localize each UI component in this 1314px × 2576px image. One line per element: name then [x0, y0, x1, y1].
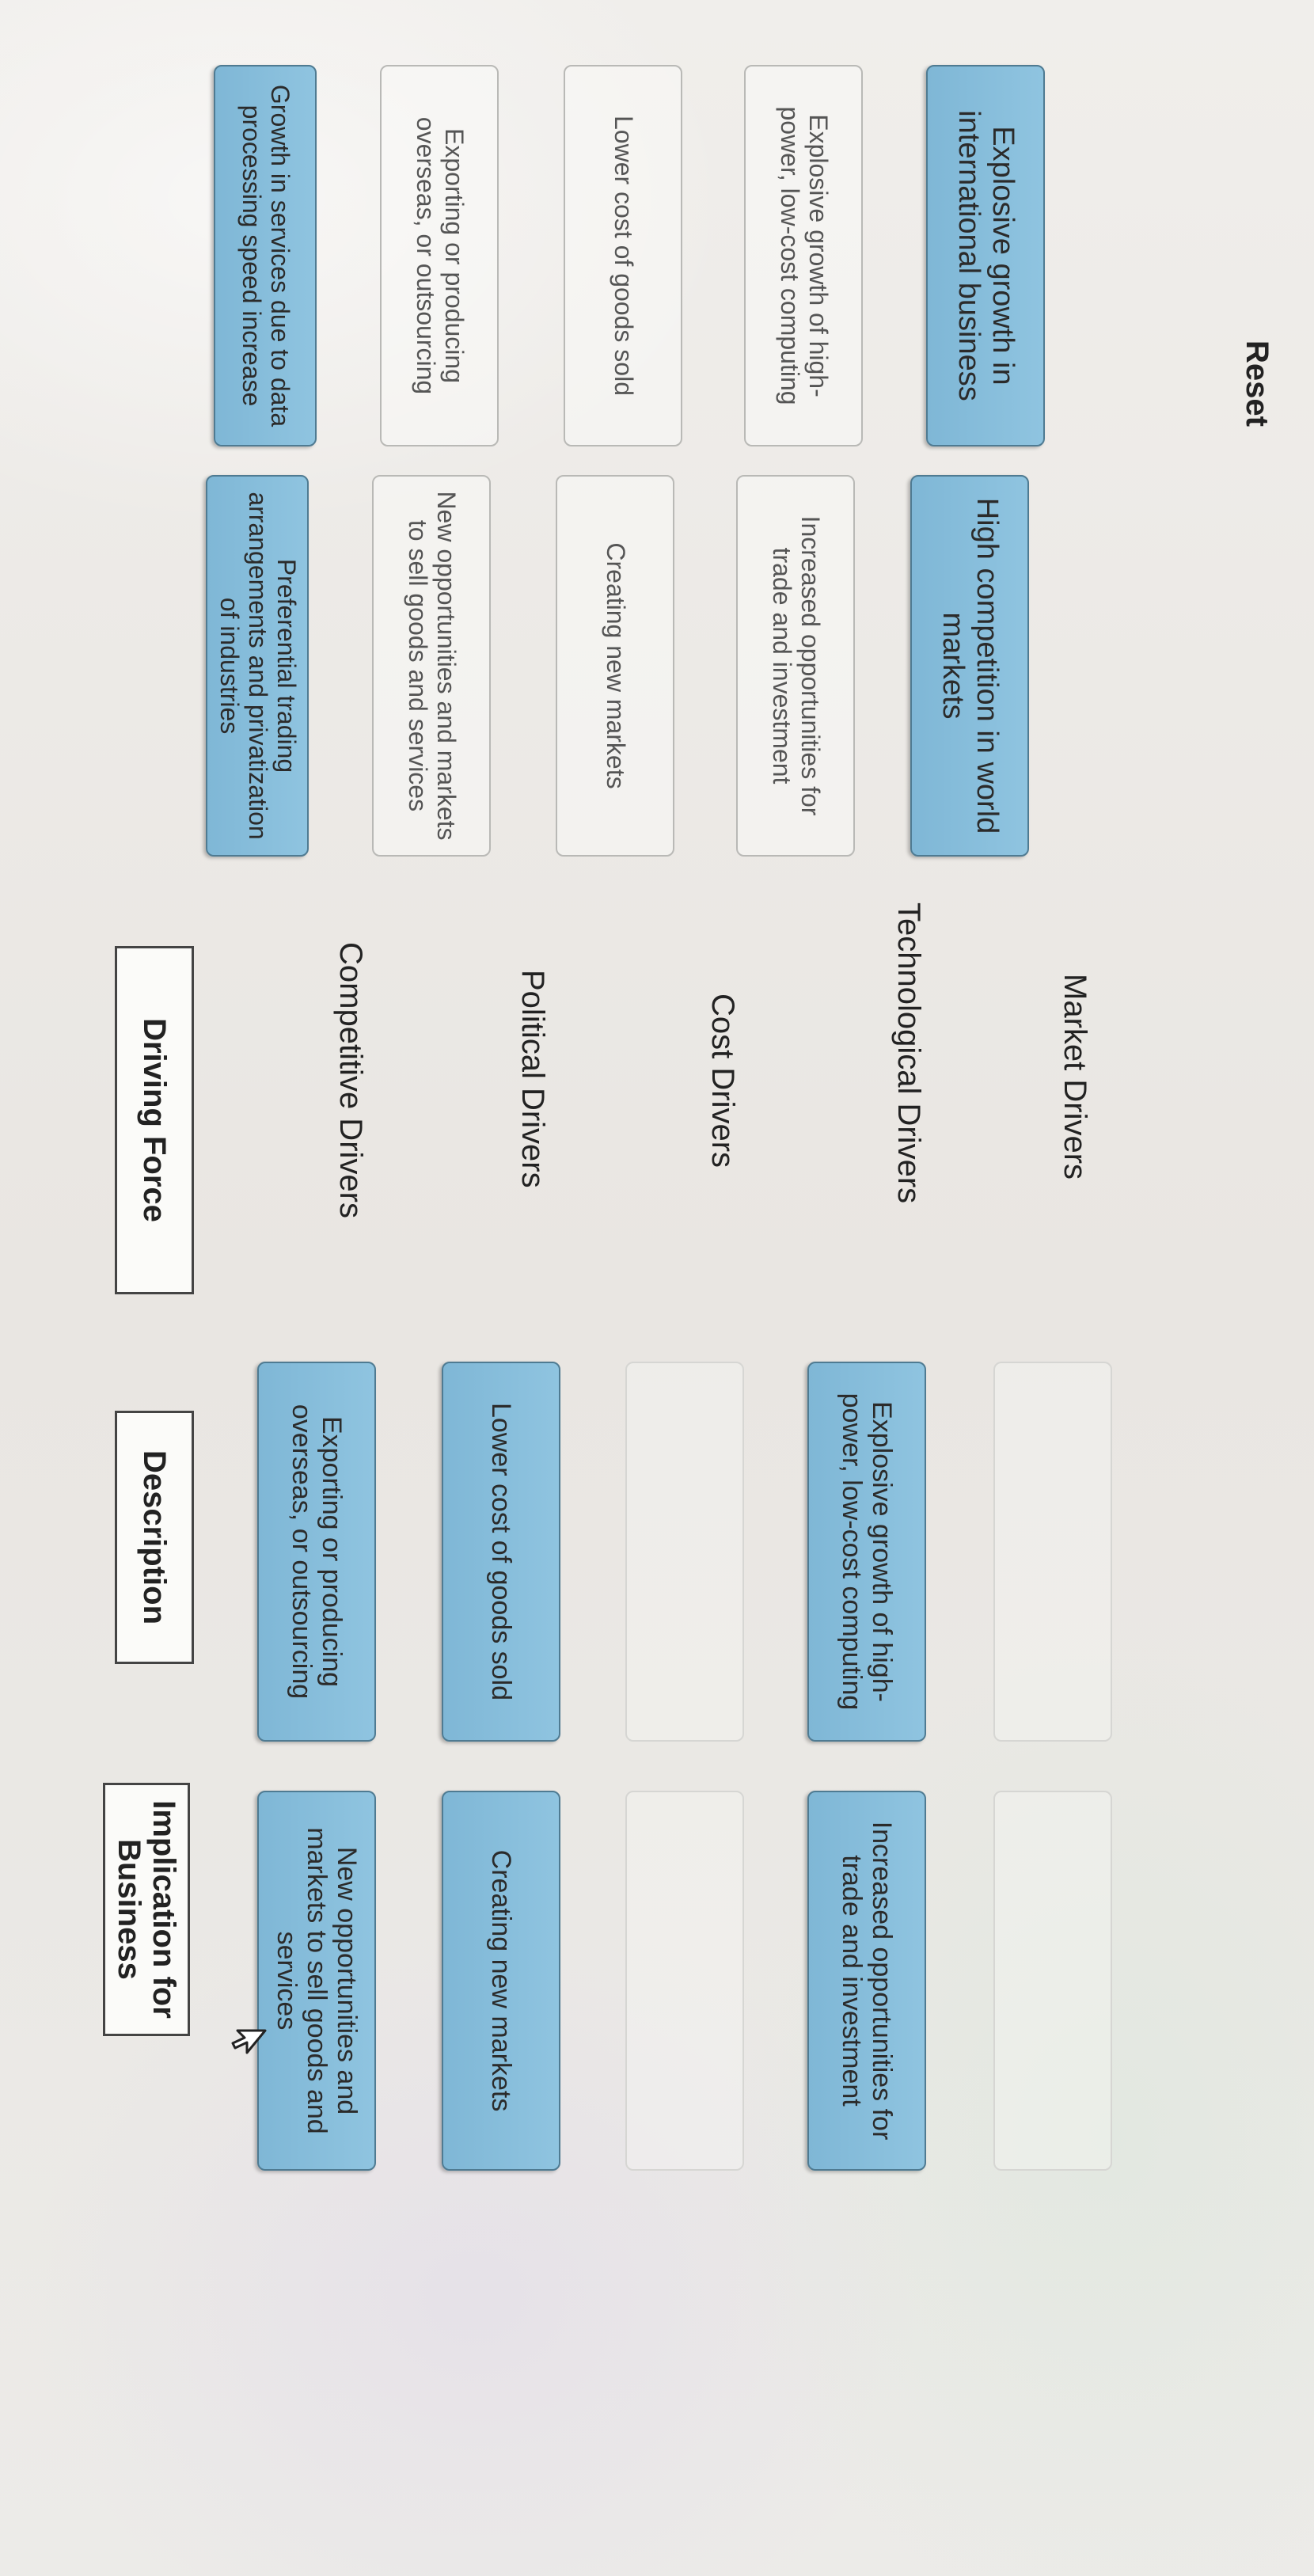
bank-card-high-competition[interactable]: High competition in world markets: [910, 475, 1029, 857]
bank-card-increased-opportunities[interactable]: Increased opportunities for trade and in…: [736, 475, 855, 857]
bank-card-international-business[interactable]: Explosive growth in international busine…: [926, 65, 1045, 446]
implication-slot-competitive[interactable]: New opportunities and markets to sell go…: [257, 1791, 376, 2171]
reset-button[interactable]: Reset: [1240, 340, 1274, 427]
implication-slot-cost[interactable]: [625, 1791, 744, 2171]
bank-card-new-opportunities[interactable]: New opportunities and markets to sell go…: [372, 475, 491, 857]
implication-slot-political[interactable]: Creating new markets: [442, 1791, 560, 2171]
bank-card-creating-markets[interactable]: Creating new markets: [556, 475, 674, 857]
mouse-pointer-icon: [231, 2029, 267, 2054]
row-label-political: Political Drivers: [515, 970, 550, 1188]
header-implication: Implication for Business: [103, 1783, 190, 2036]
row-label-technological: Technological Drivers: [891, 902, 926, 1204]
bank-card-data-processing[interactable]: Growth in services due to data processin…: [214, 65, 317, 446]
row-label-cost: Cost Drivers: [705, 994, 740, 1168]
implication-slot-technological[interactable]: Increased opportunities for trade and in…: [807, 1791, 926, 2171]
implication-slot-market[interactable]: [993, 1791, 1112, 2171]
description-slot-cost[interactable]: [625, 1362, 744, 1742]
bank-card-lower-cost[interactable]: Lower cost of goods sold: [564, 65, 682, 446]
description-slot-technological[interactable]: Explosive growth of high-power, low-cost…: [807, 1362, 926, 1742]
header-description: Description: [115, 1411, 194, 1664]
description-slot-political[interactable]: Lower cost of goods sold: [442, 1362, 560, 1742]
bank-card-exporting[interactable]: Exporting or producing overseas, or outs…: [380, 65, 499, 446]
row-label-competitive: Competitive Drivers: [333, 942, 368, 1218]
header-driving-force: Driving Force: [115, 946, 194, 1294]
row-label-market: Market Drivers: [1058, 974, 1092, 1180]
description-slot-market[interactable]: [993, 1362, 1112, 1742]
bank-card-preferential-trading[interactable]: Preferential trading arrangements and pr…: [206, 475, 309, 857]
bank-card-computing[interactable]: Explosive growth of high-power, low-cost…: [744, 65, 863, 446]
description-slot-competitive[interactable]: Exporting or producing overseas, or outs…: [257, 1362, 376, 1742]
